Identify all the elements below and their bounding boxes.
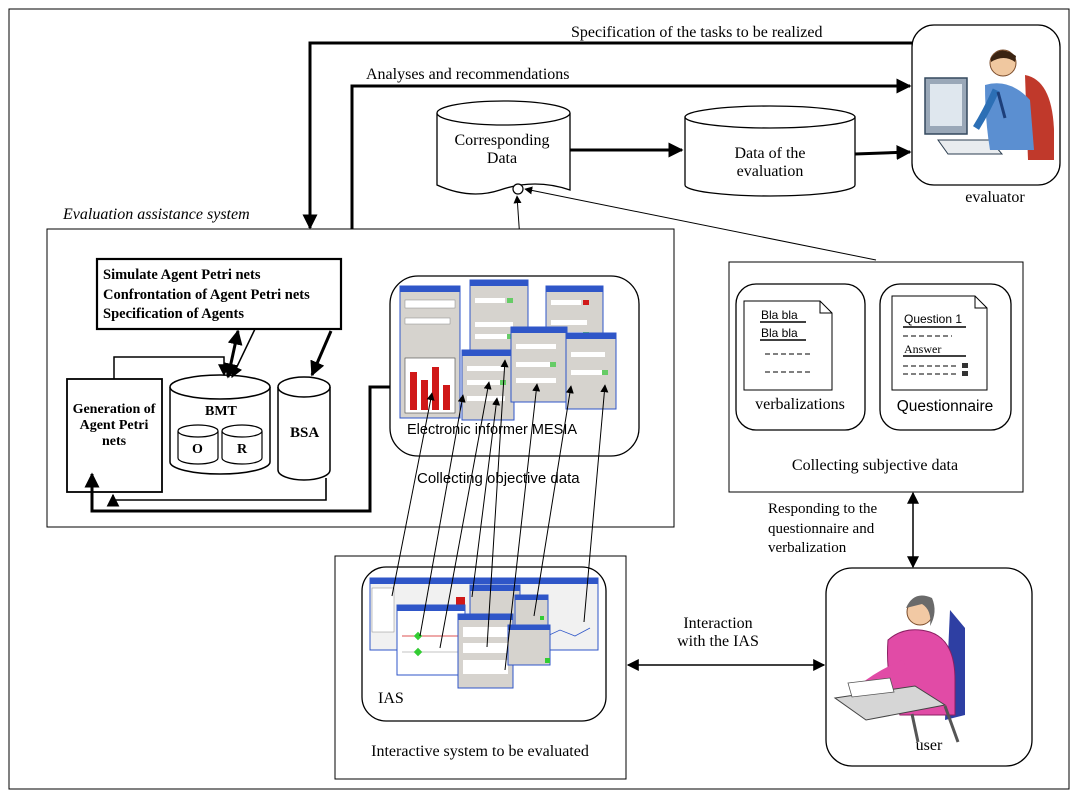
corresponding-data-cylinder: [436, 100, 571, 195]
specification-arrow: [302, 41, 912, 230]
bmt-r-cylinder: [221, 424, 263, 465]
bmt-label: BMT: [205, 404, 237, 419]
ias-label: IAS: [378, 690, 404, 707]
eas-title: Evaluation assistance system: [63, 206, 250, 223]
user-figure: [833, 595, 965, 743]
mesia-label: Electronic informer MESIA: [407, 422, 578, 438]
bmt-o-cylinder: [177, 424, 219, 465]
subjective-to-data-arrow: [524, 186, 877, 261]
generation-box: [66, 378, 163, 493]
interaction-label: Interaction with the IAS: [677, 615, 759, 651]
generation-bmt-arrow: [113, 356, 230, 379]
agent-functions-box: [95, 257, 343, 331]
corresponding-data-label: Corresponding Data: [454, 132, 550, 168]
specification-label: Specification of the tasks to be realize…: [571, 24, 823, 41]
agent-bsa-arrow: [310, 330, 333, 377]
ias-windows: [369, 577, 599, 689]
questionnaire-document: [891, 295, 988, 391]
objective-data-lines: [391, 359, 609, 671]
verbalization-document: [743, 300, 833, 391]
ias-caption: Interactive system to be evaluated: [371, 743, 589, 760]
evaluator-figure: [924, 49, 1054, 160]
mesia-generation-arrow: [84, 385, 390, 513]
evaluation-data-label: Data of the evaluation: [734, 145, 806, 181]
verbalizations-label: verbalizations: [755, 396, 845, 413]
bsa-label: BSA: [290, 425, 320, 441]
user-label: user: [915, 737, 943, 754]
bsa-cylinder: [277, 376, 331, 481]
analyses-label: Analyses and recommendations: [366, 66, 570, 83]
agent-line-3: Specification of Agents: [103, 306, 244, 322]
generation-label: Generation of Agent Petri nets: [72, 402, 156, 450]
questionnaire-label: Questionnaire: [896, 398, 994, 415]
outer-frame: [8, 8, 1070, 790]
evaluation-data-cylinder: [684, 105, 856, 197]
bmt-r-label: R: [237, 442, 248, 457]
bsa-generation-arrow: [106, 478, 327, 507]
question-label: Question 1: [904, 312, 963, 326]
analyses-arrow: [350, 78, 912, 229]
agent-bmt-arrow-2: [231, 328, 256, 379]
user-link-label: Responding to the questionnaire and verb…: [768, 501, 878, 556]
bmt-o-label: O: [192, 442, 203, 457]
agent-line-2: Confrontation of Agent Petri nets: [103, 287, 310, 303]
collecting-subjective-label: Collecting subjective data: [791, 457, 959, 474]
answer-label: Answer: [904, 342, 942, 356]
evaluator-label: evaluator: [965, 189, 1025, 206]
mesia-windows: [399, 279, 617, 421]
agent-line-1: Simulate Agent Petri nets: [103, 267, 261, 283]
verbalization-line-1: Bla bla: [761, 308, 798, 322]
collecting-objective-label: Collecting objective data: [417, 470, 580, 487]
verbalization-line-2: Bla bla: [761, 326, 798, 340]
evaluation-to-evaluator-arrow: [854, 144, 912, 160]
